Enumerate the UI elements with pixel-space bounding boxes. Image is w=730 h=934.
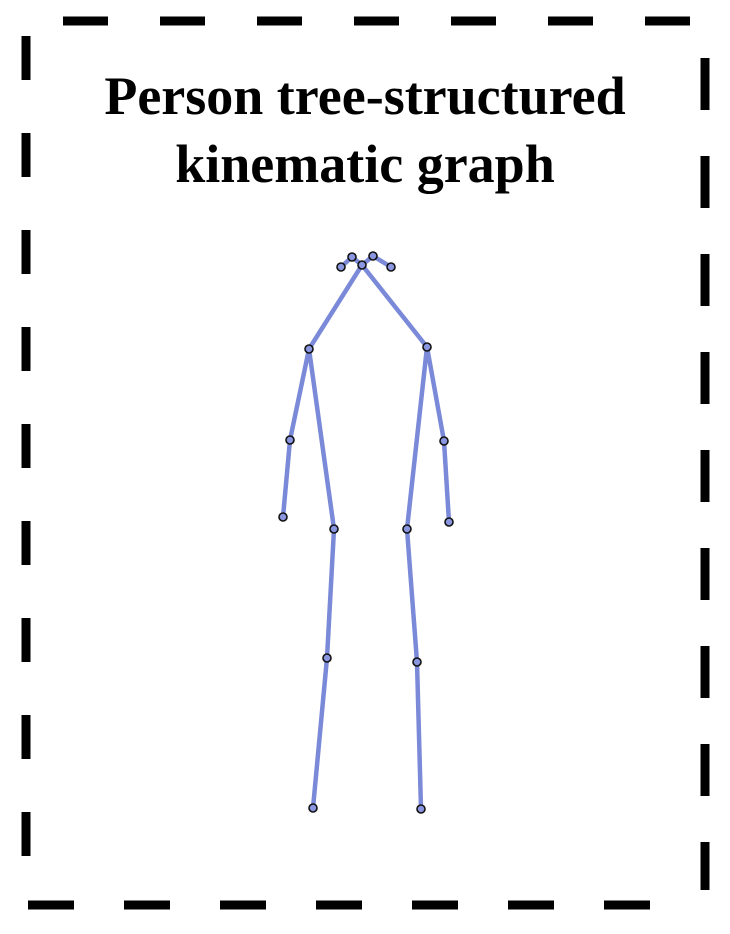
joint-right-ankle [416, 804, 426, 814]
bone-right-shoulder-to-right-elbow [424, 344, 447, 444]
joint-right-hip [402, 524, 412, 534]
joint-right-elbow [439, 436, 449, 446]
diagram-title-line-2: kinematic graph [175, 134, 555, 194]
bone-left-knee-to-left-ankle [310, 655, 330, 811]
bone-right-elbow-to-right-wrist [441, 438, 452, 525]
joint-right-ear [386, 262, 396, 272]
bone-left-elbow-to-left-wrist [280, 437, 293, 520]
joint-left-shoulder [304, 344, 314, 354]
bone-nose-to-left-shoulder [306, 262, 365, 352]
joint-left-hip [329, 524, 339, 534]
bone-right-hip-to-right-knee [404, 526, 420, 665]
joint-left-knee [322, 653, 332, 663]
joint-left-ear [336, 262, 346, 272]
joint-right-wrist [444, 517, 454, 527]
bone-right-knee-to-right-ankle [414, 659, 424, 812]
joint-right-shoulder [422, 342, 432, 352]
joint-left-ankle [308, 803, 318, 813]
joint-left-eye [347, 252, 357, 262]
joint-left-elbow [285, 435, 295, 445]
diagram-title-line-1: Person tree-structured [104, 66, 626, 126]
joint-right-eye [368, 251, 378, 261]
joint-nose [357, 260, 367, 270]
joint-right-knee [412, 657, 422, 667]
bone-left-shoulder-to-left-elbow [287, 346, 312, 443]
bone-left-shoulder-to-left-hip [306, 346, 337, 532]
joint-left-wrist [278, 512, 288, 522]
bone-right-shoulder-to-right-hip [404, 344, 430, 532]
bone-left-hip-to-left-knee [324, 526, 337, 661]
bone-nose-to-right-shoulder [359, 262, 430, 350]
